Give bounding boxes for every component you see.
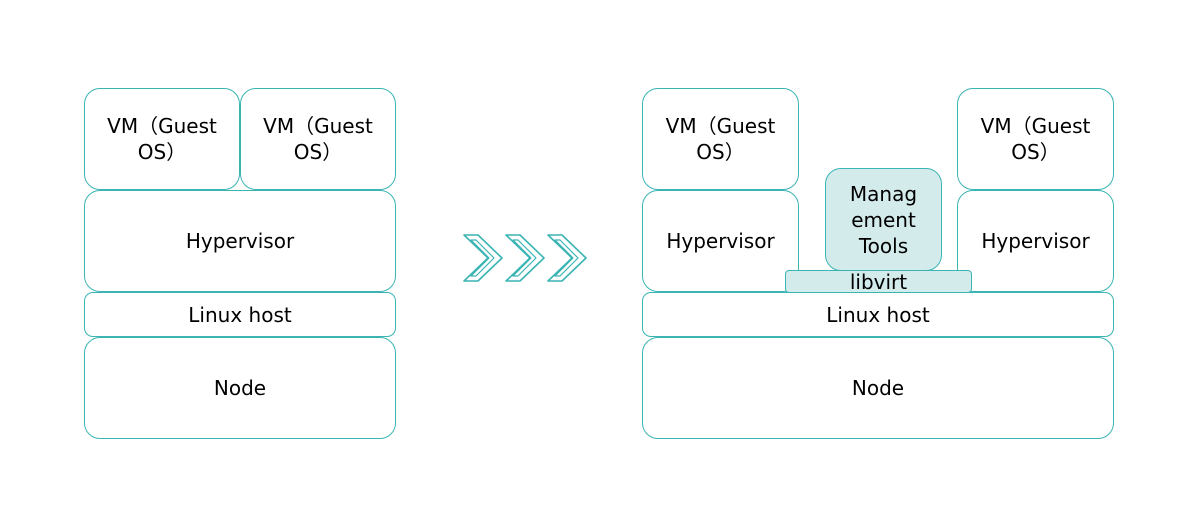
libvirt: libvirt	[785, 269, 972, 294]
chevron-3	[547, 234, 587, 282]
right-hypervisor-left: Hypervisor	[642, 190, 799, 292]
left-node-label: Node	[213, 376, 267, 400]
right-hypervisor-right-label: Hypervisor	[981, 229, 1090, 253]
right-node-label: Node	[851, 376, 905, 400]
right-vm-left-label: VM（Guest OS）	[665, 114, 776, 164]
left-vm-1-label: VM（Guest OS）	[107, 114, 217, 164]
left-vm-guest-os-2: VM（Guest OS）	[240, 88, 396, 190]
left-vm-guest-os-1: VM（Guest OS）	[84, 88, 240, 190]
left-node: Node	[84, 337, 396, 439]
left-hypervisor-label: Hypervisor	[185, 229, 295, 253]
chevron-1	[463, 234, 503, 282]
left-linux-host: Linux host	[84, 292, 396, 337]
libvirt-label: libvirt	[849, 269, 908, 294]
management-tools: Manag ement Tools	[825, 168, 942, 271]
right-hypervisor-right: Hypervisor	[957, 190, 1114, 292]
left-hypervisor: Hypervisor	[84, 190, 396, 292]
right-linux-host-label: Linux host	[826, 302, 930, 327]
right-vm-guest-os-left: VM（Guest OS）	[642, 88, 799, 190]
management-tools-label: Manag ement Tools	[849, 181, 918, 258]
chevron-2	[505, 234, 545, 282]
right-vm-right-label: VM（Guest OS）	[980, 114, 1091, 164]
right-linux-host: Linux host	[642, 292, 1114, 337]
right-hypervisor-left-label: Hypervisor	[666, 229, 775, 253]
right-vm-guest-os-right: VM（Guest OS）	[957, 88, 1114, 190]
left-vm-2-label: VM（Guest OS）	[263, 114, 373, 164]
left-linux-host-label: Linux host	[188, 302, 292, 327]
triple-chevron-right-icon	[463, 234, 587, 282]
right-node: Node	[642, 337, 1114, 439]
